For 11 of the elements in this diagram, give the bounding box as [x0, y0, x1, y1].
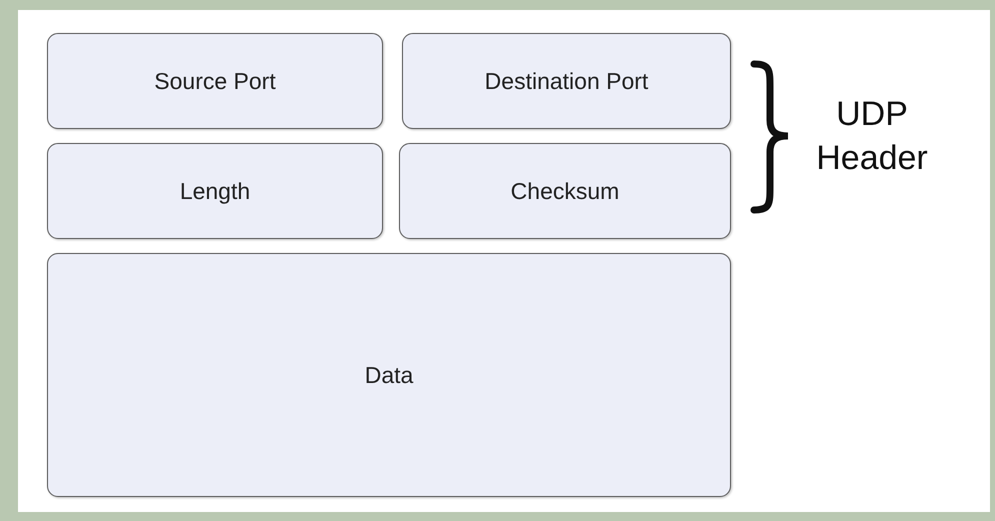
- field-name: Source Port: [154, 68, 276, 94]
- header-field-box: [399, 143, 731, 239]
- header-bracket-label: UDP Header: [815, 94, 929, 180]
- data-field-box: [47, 253, 731, 497]
- field-name: Destination Port: [484, 68, 648, 94]
- header-field-box: [47, 143, 383, 239]
- field-name: Length: [180, 178, 250, 204]
- header-field-box: [47, 33, 383, 129]
- field-name: Checksum: [510, 178, 620, 204]
- field-name: Data: [364, 362, 414, 388]
- header-field-box: [402, 33, 731, 129]
